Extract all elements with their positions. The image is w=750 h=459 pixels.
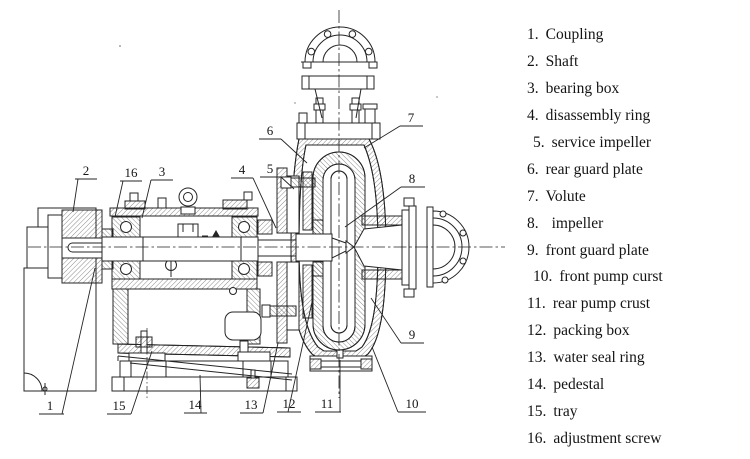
legend-number: 16. [527, 429, 547, 447]
legend-item-14: 14. pedestal [527, 372, 663, 399]
gland-bolt-lower [261, 304, 297, 318]
legend-label: disassembly ring [545, 107, 651, 125]
legend-item-7: 7. Volute [527, 183, 663, 210]
legend-item-1: 1. Coupling [527, 22, 663, 49]
callout-4: 4 [231, 162, 277, 229]
legend-number: 1. [527, 26, 539, 44]
legend-item-16: 16. adjustment screw [527, 425, 663, 452]
legend-label: Volute [545, 187, 586, 205]
legend-number: 15. [527, 402, 547, 420]
legend-label: packing box [553, 322, 630, 340]
svg-text:9: 9 [409, 327, 416, 342]
callout-10: 10 [371, 346, 426, 413]
callout-1: 1 [39, 267, 96, 415]
svg-text:16: 16 [125, 165, 139, 180]
packing-box [257, 167, 316, 344]
legend-item-12: 12. packing box [527, 318, 663, 345]
svg-text:8: 8 [409, 171, 416, 186]
legend-item-15: 15. tray [527, 398, 663, 425]
discharge-outlet [301, 26, 378, 119]
callout-7: 7 [363, 110, 423, 149]
legend-number: 6. [527, 160, 539, 178]
legend-number: 4. [527, 107, 539, 125]
callout-8: 8 [344, 171, 425, 228]
callouts: 1 2 3 4 5 6 7 [39, 110, 426, 415]
legend-label: pedestal [553, 376, 605, 394]
svg-text:6: 6 [267, 123, 274, 138]
svg-text:12: 12 [283, 396, 296, 411]
svg-text:7: 7 [408, 110, 415, 125]
legend-label: water seal ring [553, 349, 645, 367]
legend-item-8: 8. impeller [527, 210, 663, 237]
suction-pipe [353, 197, 417, 298]
legend-item-4: 4. disassembly ring [527, 103, 663, 130]
scan-specks [119, 45, 438, 104]
legend-label: adjustment screw [553, 429, 662, 447]
callout-15: 15 [107, 350, 153, 415]
legend-label: rear pump crust [552, 295, 651, 313]
legend-label: front guard plate [545, 241, 649, 259]
legend-number: 13. [527, 349, 547, 367]
legend-number: 9. [527, 241, 539, 259]
svg-text:2: 2 [83, 163, 90, 178]
svg-text:13: 13 [245, 397, 258, 412]
legend-label: bearing box [545, 80, 620, 98]
legend-item-3: 3. bearing box [527, 76, 663, 103]
tray [117, 355, 293, 381]
impeller-hub [295, 219, 355, 277]
lifting-eye-bolt [178, 187, 198, 215]
legend-item-5: 5. service impeller [527, 130, 663, 157]
legend-number: 3. [527, 80, 539, 98]
svg-text:4: 4 [239, 162, 246, 177]
legend-label: front pump curst [559, 268, 663, 286]
callout-16: 16 [114, 165, 142, 218]
legend-label: rear guard plate [545, 160, 643, 178]
legend-item-9: 9. front guard plate [527, 237, 663, 264]
pump-cross-section-diagram: 1 2 3 4 5 6 7 [23, 10, 505, 415]
callout-13: 13 [240, 342, 279, 414]
svg-text:15: 15 [113, 398, 126, 413]
gland-bolt-upper [280, 176, 316, 189]
svg-text:5: 5 [267, 161, 274, 176]
svg-text:1: 1 [47, 398, 54, 413]
callout-6: 6 [259, 123, 308, 164]
legend-number: 11. [527, 295, 546, 313]
rear-guard-plate [302, 171, 313, 319]
legend-item-2: 2. Shaft [527, 49, 663, 76]
legend-number: 5. [533, 134, 545, 151]
legend-number: 10. [533, 268, 553, 286]
legend-item-6: 6. rear guard plate [527, 156, 663, 183]
callout-12: 12 [277, 301, 313, 413]
callout-3: 3 [141, 164, 173, 219]
callout-9: 9 [370, 297, 424, 344]
legend-label: tray [553, 402, 578, 420]
legend-item-10: 10. front pump curst [527, 264, 663, 291]
legend-number: 7. [527, 187, 539, 205]
svg-text:10: 10 [406, 396, 419, 411]
legend-number: 8. [527, 214, 539, 232]
callout-5: 5 [260, 161, 295, 190]
callout-14: 14 [184, 374, 207, 414]
callout-11: 11 [315, 360, 341, 413]
centerlines [28, 10, 505, 398]
volute-bottom-flange [309, 349, 373, 372]
legend-label: Shaft [545, 53, 579, 71]
callout-2: 2 [72, 163, 97, 213]
legend-label: impeller [551, 214, 604, 232]
legend-item-13: 13. water seal ring [527, 345, 663, 372]
legend-number: 14. [527, 376, 547, 394]
svg-text:3: 3 [159, 164, 166, 179]
svg-text:11: 11 [321, 396, 334, 411]
volute-top-flange [296, 97, 381, 140]
legend-label: service impeller [551, 134, 652, 151]
svg-text:14: 14 [189, 397, 203, 412]
parts-legend: 1. Coupling 2. Shaft 3. bearing box 4. disas… [527, 22, 663, 452]
legend-number: 2. [527, 53, 539, 71]
legend-number: 12. [527, 322, 547, 340]
legend-item-11: 11. rear pump crust [527, 291, 663, 318]
legend-label: Coupling [545, 26, 604, 44]
